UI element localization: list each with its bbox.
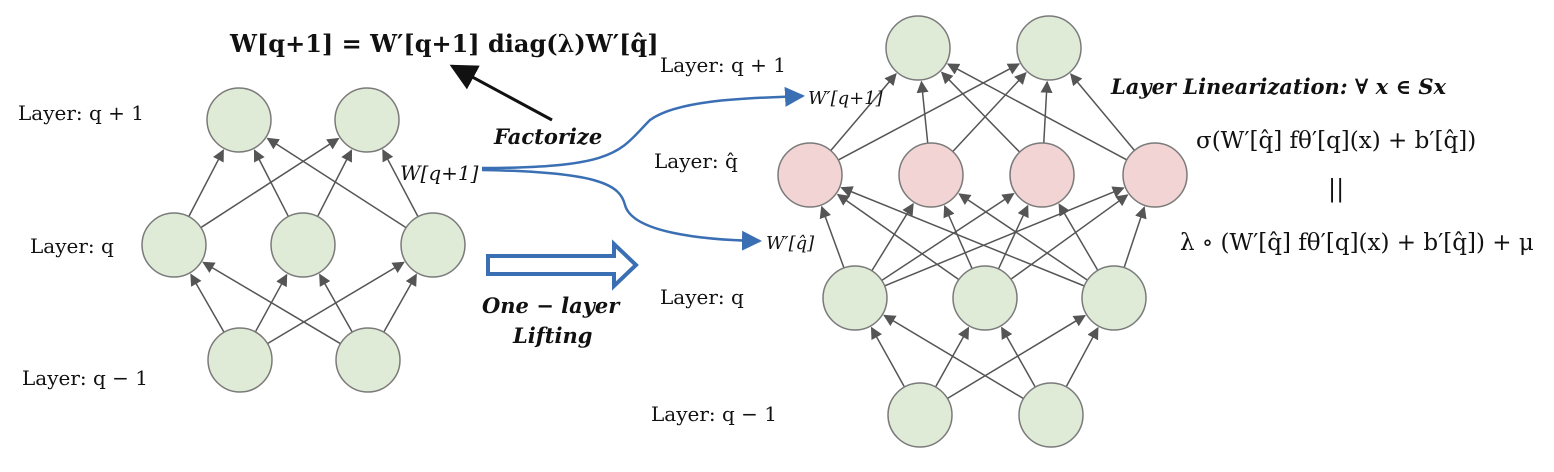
- right-edge-2-2-0: [940, 71, 1022, 155]
- lower-weight-connector: [481, 168, 762, 251]
- right-edge-1-2-0: [840, 186, 1087, 288]
- right-edge-2-3-0: [946, 63, 1129, 162]
- left-node-q-plus-1-1: [334, 87, 400, 153]
- right-edge-2-1-1: [950, 72, 1027, 154]
- right-edge-2-1-0: [916, 80, 929, 146]
- left-edge-1-0-1: [198, 137, 340, 230]
- right-layer-label-q-minus-1: Layer: q − 1: [651, 402, 777, 426]
- linearization-equation-bottom: λ ∘ (W′[q̂] fθ′[q](x) + b′[q̂]) + μ: [1180, 230, 1534, 256]
- lifting-label-line-1: One − layer: [482, 293, 621, 318]
- upper-weight-connector: [481, 86, 805, 170]
- left-edge-0-1-0: [202, 261, 343, 346]
- right-network: Layer: q + 1 Layer: q̂ Layer: q Layer: q…: [651, 15, 1188, 448]
- right-node-q-hat-2: [1009, 142, 1075, 208]
- right-edge-1-1-3: [1008, 194, 1129, 282]
- left-edge-1-1-1: [316, 149, 353, 219]
- lower-weight-label: W′[q̂]: [766, 233, 815, 254]
- linearization-group: Layer Linearization: ∀ x ∈ Sx σ(W′[q̂] f…: [1110, 74, 1534, 256]
- factorize-label: Factorize: [493, 124, 602, 149]
- linearization-equation-top: σ(W′[q̂] fθ′[q](x) + b′[q̂]): [1196, 128, 1476, 154]
- left-edge-1-1-0: [253, 149, 290, 219]
- left-layer-label-q-minus-1: Layer: q − 1: [22, 366, 148, 390]
- right-node-q-plus-1-1: [1016, 15, 1082, 81]
- left-node-q-0: [141, 212, 207, 278]
- left-edge-1-0-0: [187, 149, 224, 219]
- right-edge-1-1-2: [996, 204, 1029, 272]
- left-network-nodes: [141, 87, 466, 393]
- linearization-title: Layer Linearization: ∀ x ∈ Sx: [1110, 74, 1447, 99]
- right-edge-0-1-1: [1001, 326, 1037, 390]
- right-node-q-1: [952, 265, 1018, 331]
- right-edge-0-0-0: [870, 326, 907, 390]
- right-node-q-hat-3: [1122, 142, 1188, 208]
- right-edge-0-1-2: [1064, 326, 1099, 389]
- right-edge-0-0-1: [933, 326, 970, 390]
- left-network: Layer: q + 1 Layer: q Layer: q − 1 W[q+1…: [18, 87, 479, 393]
- right-edge-1-0-1: [870, 202, 914, 273]
- right-node-q-0: [822, 265, 888, 331]
- lifting-arrow-icon: [486, 239, 639, 291]
- right-layer-label-q-plus-1: Layer: q + 1: [660, 53, 786, 77]
- weight-connectors: [481, 86, 805, 251]
- right-layer-label-q: Layer: q: [660, 285, 744, 309]
- right-network-edges: [819, 63, 1147, 401]
- right-edge-0-0-2: [945, 314, 1086, 401]
- right-node-q-minus-1-0: [887, 382, 953, 448]
- left-node-q-minus-1-1: [335, 327, 401, 393]
- lifting-group: One − layer Lifting: [482, 239, 639, 348]
- linearization-equality: ||: [1328, 175, 1344, 204]
- right-node-q-hat-0: [777, 142, 843, 208]
- left-layer-label-q: Layer: q: [30, 234, 114, 258]
- right-network-nodes: [777, 15, 1188, 448]
- left-network-edges: [187, 137, 420, 346]
- right-edge-1-0-0: [819, 205, 846, 271]
- right-layer-label-q-hat: Layer: q̂: [654, 149, 738, 173]
- left-edge-0-1-2: [382, 273, 417, 335]
- right-node-q-hat-1: [898, 142, 964, 208]
- factorize-arrow: [449, 64, 553, 122]
- left-edge-1-2-0: [266, 137, 409, 230]
- right-edge-2-2-1: [1040, 80, 1053, 146]
- factorize-equation: W[q+1] = W′[q+1] diag(λ)W′[q̂]: [229, 29, 659, 58]
- left-node-q-2: [400, 212, 466, 278]
- right-edge-0-1-0: [883, 314, 1026, 401]
- right-edge-1-0-3: [882, 186, 1125, 288]
- left-layer-label-q-plus-1: Layer: q + 1: [18, 101, 144, 125]
- left-weight-label: W[q+1]: [400, 161, 479, 185]
- right-edge-2-3-1: [1070, 73, 1137, 153]
- right-node-q-plus-1-0: [885, 15, 951, 81]
- right-edge-1-1-1: [943, 205, 974, 271]
- right-edge-1-2-3: [1122, 206, 1147, 270]
- left-edge-0-0-2: [265, 261, 405, 346]
- right-node-q-2: [1081, 265, 1147, 331]
- factorize-group: W[q+1] = W′[q+1] diag(λ)W′[q̂] Factorize: [229, 29, 659, 149]
- left-edge-0-0-0: [190, 273, 226, 335]
- left-node-q-minus-1-0: [207, 327, 273, 393]
- right-edge-1-0-2: [879, 193, 1015, 283]
- left-node-q-1: [270, 212, 336, 278]
- right-node-q-minus-1-1: [1018, 382, 1084, 448]
- lifting-label-line-2: Lifting: [512, 323, 592, 348]
- right-edge-2-0-0: [828, 72, 897, 153]
- right-edge-1-1-0: [836, 193, 961, 282]
- right-edge-1-2-1: [958, 193, 1090, 282]
- right-edge-1-2-2: [1058, 203, 1100, 273]
- upper-weight-label: W′[q+1]: [808, 88, 884, 109]
- left-edge-0-0-1: [253, 273, 288, 335]
- left-node-q-plus-1-0: [206, 87, 272, 153]
- left-edge-0-1-1: [319, 273, 354, 335]
- left-edge-1-2-1: [382, 149, 420, 219]
- right-edge-2-0-1: [836, 63, 1021, 162]
